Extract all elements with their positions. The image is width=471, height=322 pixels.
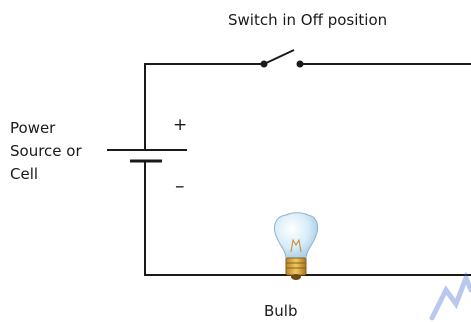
bulb-glass bbox=[273, 212, 319, 261]
power-source-label-line-2: Source or bbox=[10, 142, 82, 160]
bulb-filament bbox=[290, 238, 302, 253]
watermark-stroke bbox=[429, 271, 471, 321]
battery-symbol bbox=[107, 108, 187, 187]
bulb-label: Bulb bbox=[264, 302, 298, 320]
bulb-base bbox=[285, 257, 307, 276]
switch-lever bbox=[263, 49, 295, 65]
wire-bottom bbox=[144, 187, 471, 276]
power-source-label-line-1: Power bbox=[10, 119, 56, 137]
circuit-wires bbox=[144, 63, 471, 276]
watermark-mark bbox=[429, 271, 471, 321]
light-bulb-icon bbox=[273, 212, 319, 280]
negative-terminal-sign: – bbox=[175, 175, 185, 197]
switch-contact-right bbox=[296, 60, 304, 68]
bulb-tip bbox=[291, 274, 301, 280]
switch-pivot-left bbox=[260, 60, 268, 68]
diagram-title: Switch in Off position bbox=[228, 11, 388, 29]
wire-top-left bbox=[144, 63, 264, 108]
power-source-label-line-3: Cell bbox=[10, 165, 39, 183]
switch-symbol bbox=[260, 49, 304, 68]
positive-terminal-sign: + bbox=[173, 115, 188, 135]
